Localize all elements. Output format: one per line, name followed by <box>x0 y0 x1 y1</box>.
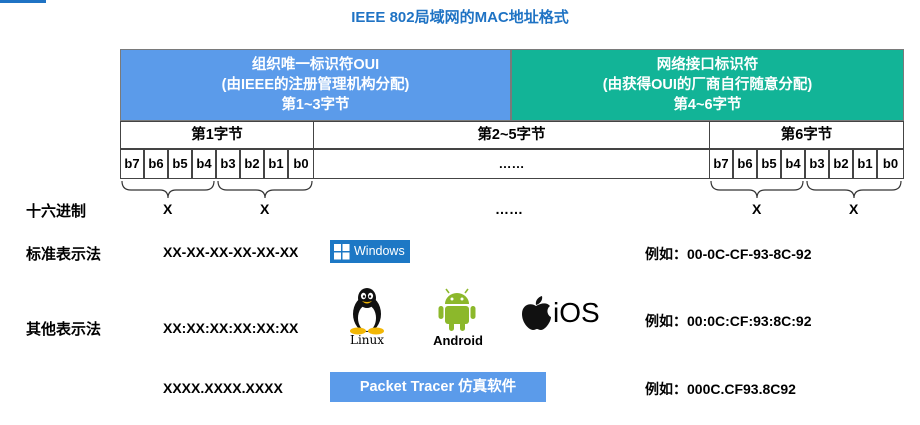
bit-cell-b6: b6 <box>144 149 168 179</box>
nic-block: 网络接口标识符 (由获得OUI的厂商自行随意分配) 第4~6字节 <box>511 49 904 121</box>
dot-example: 例如：000C.CF93.8C92 <box>645 381 796 397</box>
android-robot-icon <box>438 288 476 331</box>
other-notation-label: 其他表示法 <box>26 321 102 338</box>
ios-label: iOS <box>553 297 600 328</box>
hex-ellipsis: …… <box>495 201 523 217</box>
bit-cell-b7: b7 <box>709 149 733 179</box>
windows-badge: Windows <box>330 240 410 263</box>
byte-6-cell: 第6字节 <box>709 121 904 149</box>
dot-format: XXXX.XXXX.XXXX <box>163 380 283 396</box>
hex-digit-x: X <box>849 201 859 217</box>
windows-logo-icon <box>334 243 350 259</box>
hex-row-label: 十六进制 <box>26 203 87 220</box>
top-accent-bar <box>0 0 46 3</box>
bit-cell-b1: b1 <box>264 149 288 179</box>
bit-cell-b4: b4 <box>781 149 805 179</box>
standard-example: 例如：00-0C-CF-93-8C-92 <box>645 246 812 262</box>
oui-block: 组织唯一标识符OUI (由IEEE的注册管理机构分配) 第1~3字节 <box>120 49 511 121</box>
linux-label: Linux <box>349 333 385 347</box>
nic-note: (由获得OUI的厂商自行随意分配) <box>602 77 813 93</box>
bit-cell-b2: b2 <box>829 149 853 179</box>
bit-cell-b6: b6 <box>733 149 757 179</box>
nic-title: 网络接口标识符 <box>656 57 759 73</box>
bit-cell-b3: b3 <box>805 149 829 179</box>
nic-bytes: 第4~6字节 <box>673 97 742 113</box>
oui-note: (由IEEE的注册管理机构分配) <box>221 77 410 93</box>
apple-logo-icon <box>522 296 551 330</box>
hex-digit-x: X <box>163 201 173 217</box>
bit-cell-b5: b5 <box>168 149 192 179</box>
bit-cell-b0: b0 <box>877 149 904 179</box>
windows-label: Windows <box>354 244 405 258</box>
standard-notation-label: 标准表示法 <box>26 246 102 263</box>
brace-byte1-high <box>121 180 215 199</box>
bit-cell-b7: b7 <box>120 149 144 179</box>
oui-bytes: 第1~3字节 <box>281 97 350 113</box>
brace-byte6-low <box>806 180 902 199</box>
byte-2-5-cell: 第2~5字节 <box>313 121 710 149</box>
bit-cell-b5: b5 <box>757 149 781 179</box>
bit-cell-b2: b2 <box>240 149 264 179</box>
standard-format: XX-XX-XX-XX-XX-XX <box>163 244 299 260</box>
diagram-title: IEEE 802局域网的MAC地址格式 <box>351 9 569 26</box>
packet-tracer-badge: Packet Tracer 仿真软件 <box>330 372 546 402</box>
android-label: Android <box>433 333 483 348</box>
colon-example: 例如：00:0C:CF:93:8C:92 <box>645 313 812 329</box>
oui-title: 组织唯一标识符OUI <box>251 57 380 73</box>
bit-cell-b1: b1 <box>853 149 877 179</box>
byte-1-cell: 第1字节 <box>120 121 314 149</box>
hex-digit-x: X <box>260 201 270 217</box>
colon-format: XX:XX:XX:XX:XX:XX <box>163 320 299 336</box>
middle-bytes-ellipsis: …… <box>313 149 710 179</box>
hex-digit-x: X <box>752 201 762 217</box>
tux-penguin-icon <box>350 288 384 335</box>
bit-cell-b3: b3 <box>216 149 240 179</box>
brace-byte1-low <box>217 180 313 199</box>
brace-byte6-high <box>710 180 804 199</box>
bit-cell-b4: b4 <box>192 149 216 179</box>
